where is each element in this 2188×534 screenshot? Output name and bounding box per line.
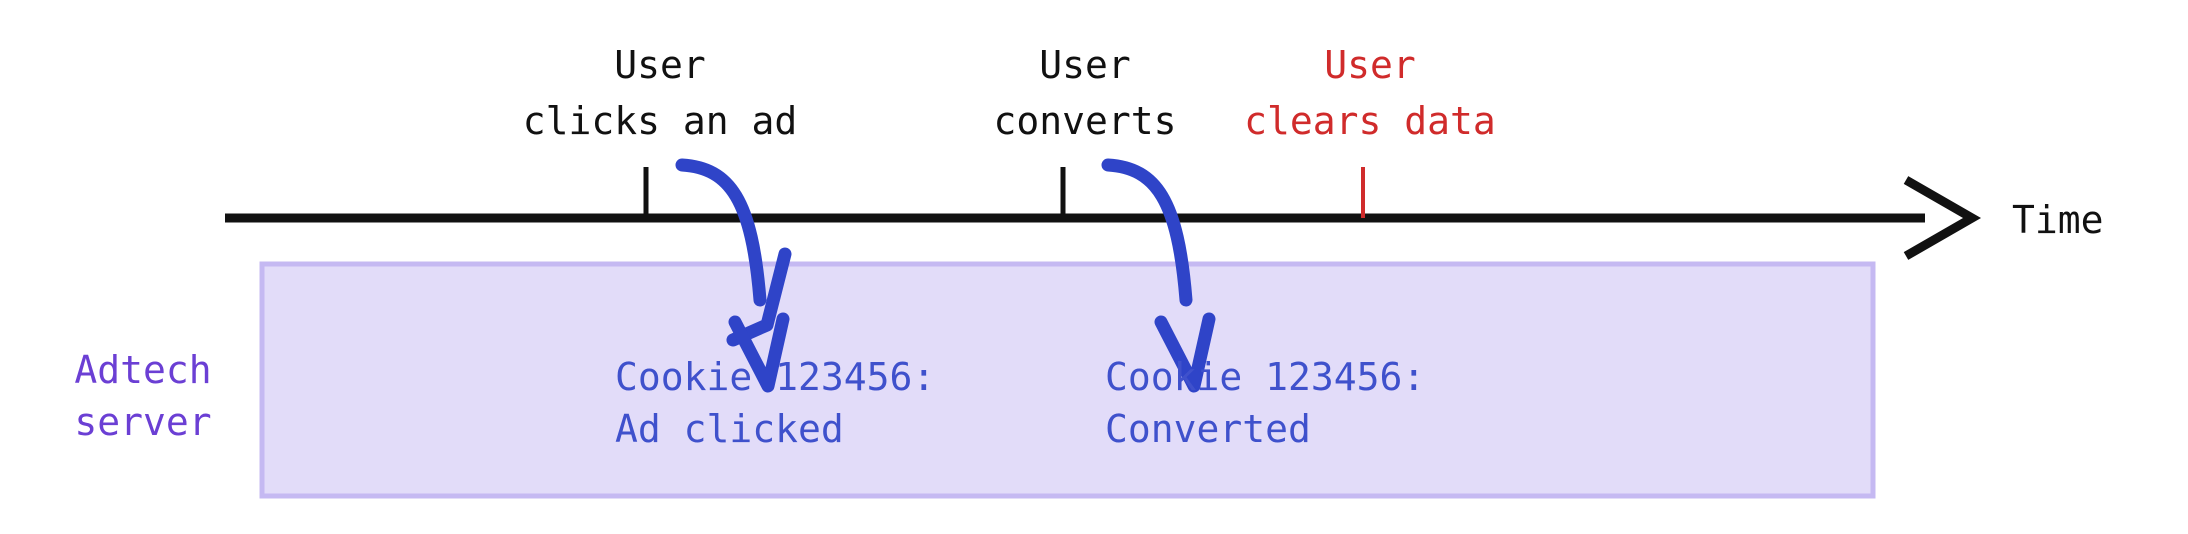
log-converted-line1: Cookie 123456: (1105, 355, 1425, 399)
event-label-clear-data-line2: clears data (1244, 99, 1496, 143)
log-converted-line2: Converted (1105, 407, 1311, 451)
connector-ad-click (675, 158, 792, 393)
adtech-server-panel (259, 261, 1876, 499)
axis-label-time: Time (2012, 198, 2104, 242)
event-label-clear-data-line1: User (1324, 43, 1416, 87)
event-label-ad-click-line2: clicks an ad (523, 99, 798, 143)
server-label-line1: Adtech (74, 348, 211, 392)
arrow-right-icon (1903, 176, 1982, 260)
event-label-conversion-line2: converts (993, 99, 1176, 143)
server-label-line2: server (74, 400, 211, 444)
connector-conversion (1101, 158, 1216, 393)
log-ad-clicked-line1: Cookie 123456: (615, 355, 935, 399)
event-label-conversion-line1: User (1039, 43, 1131, 87)
log-ad-clicked-line2: Ad clicked (615, 407, 844, 451)
event-label-ad-click-line1: User (614, 43, 706, 87)
